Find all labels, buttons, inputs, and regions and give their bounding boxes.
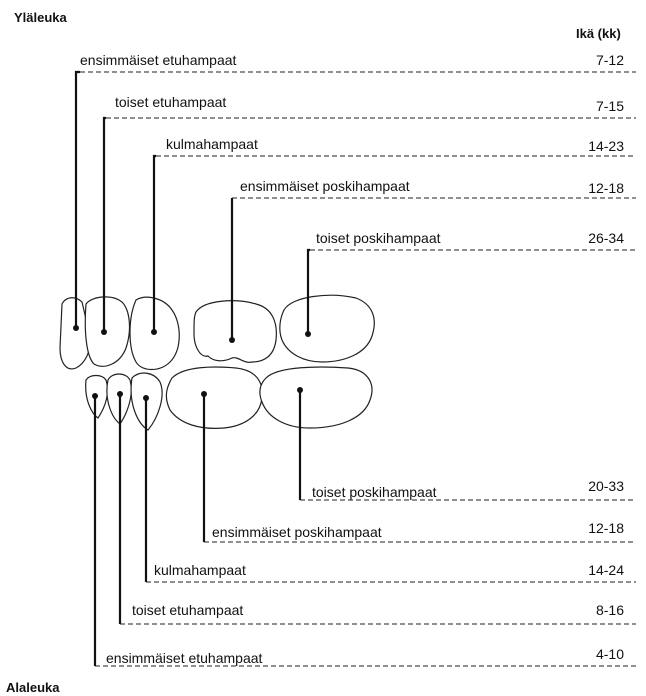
upper-first-molar <box>194 301 276 363</box>
upper-second-molar <box>280 295 374 362</box>
lower-teeth <box>86 367 372 430</box>
lower-second-molar <box>260 367 372 428</box>
upper-first-incisor-leader <box>76 72 80 326</box>
upper-teeth <box>60 295 374 369</box>
upper-second-incisor <box>85 297 129 366</box>
dashed-rows <box>80 72 636 666</box>
lower-first-molar <box>166 367 262 428</box>
